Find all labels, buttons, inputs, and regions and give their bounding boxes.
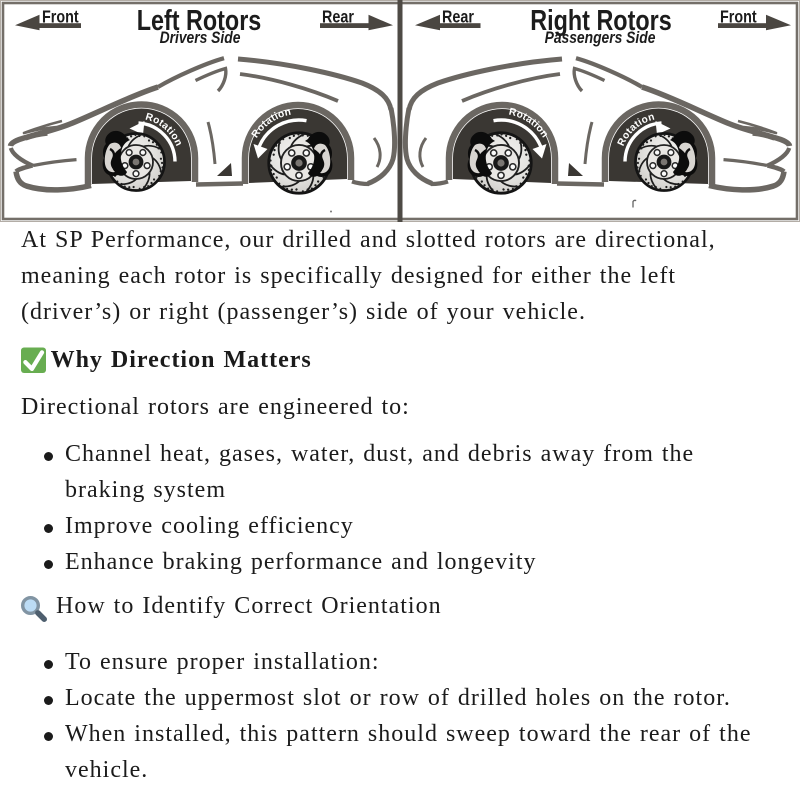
svg-text:Drivers Side: Drivers Side [160,29,241,47]
svg-text:Rear: Rear [322,8,354,27]
svg-text:Passengers Side: Passengers Side [545,29,656,47]
svg-text:Rear: Rear [442,8,474,27]
svg-text:Front: Front [42,8,79,27]
svg-text:Right Rotors: Right Rotors [530,4,671,37]
svg-text:Left Rotors: Left Rotors [137,4,262,37]
svg-text:Front: Front [720,8,757,27]
